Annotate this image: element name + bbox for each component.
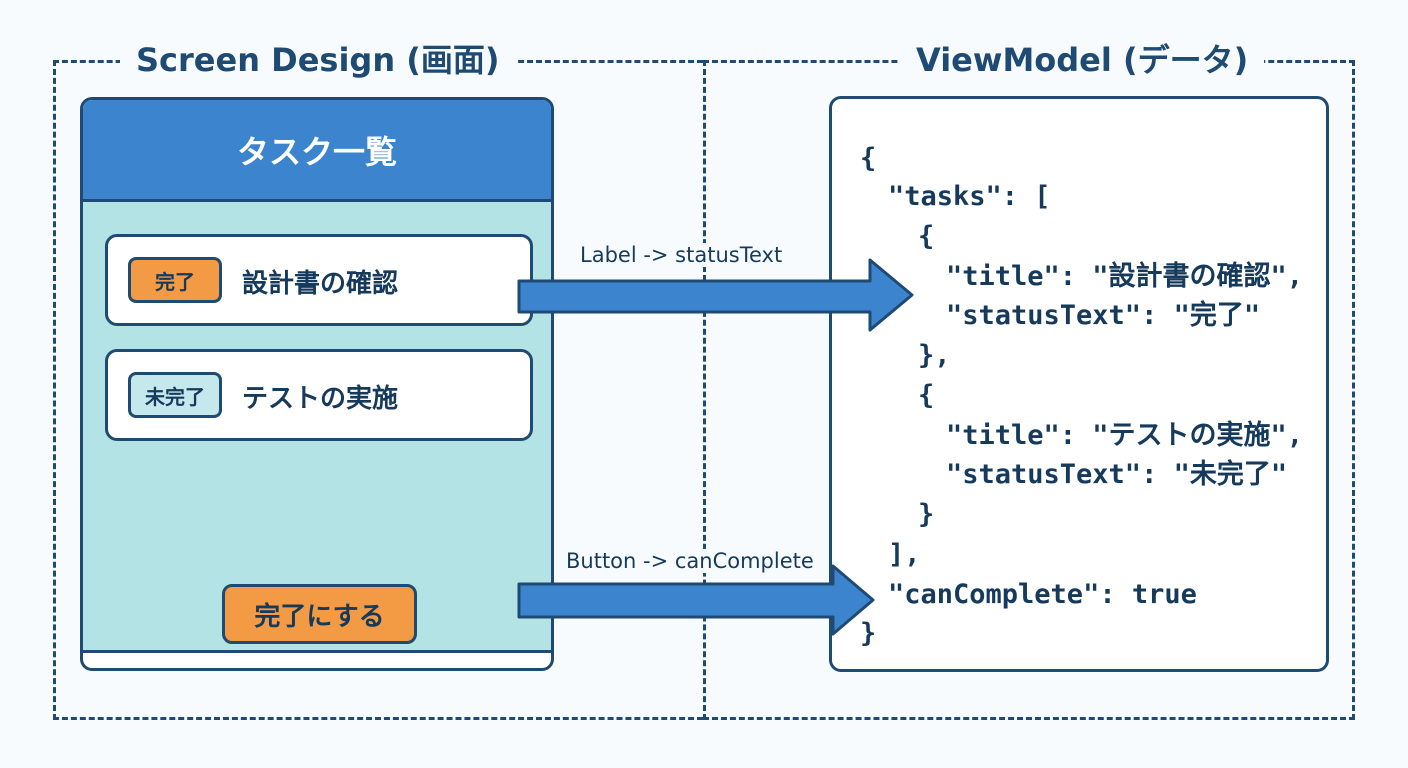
- binding-label-complete: Button -> canComplete: [562, 549, 818, 573]
- code-line: },: [918, 340, 951, 371]
- screen-mockup: タスク一覧 完了 設計書の確認 未完了 テストの実施 完了にする: [80, 97, 554, 671]
- task-card-1[interactable]: 完了 設計書の確認: [105, 234, 533, 326]
- task-card-2[interactable]: 未完了 テストの実施: [105, 349, 533, 441]
- screen-header: タスク一覧: [83, 100, 551, 202]
- task-list: 完了 設計書の確認 未完了 テストの実施: [83, 202, 551, 653]
- binding-arrow-status: [517, 258, 914, 332]
- viewmodel-title: ViewModel (データ): [900, 40, 1265, 80]
- task-title: テストの実施: [242, 384, 399, 414]
- code-line: "title": "テストの実施",: [946, 420, 1304, 451]
- screen-design-title: Screen Design (画面): [120, 40, 516, 80]
- code-line: ],: [888, 539, 921, 570]
- code-line: "title": "設計書の確認",: [946, 261, 1304, 292]
- code-line: }: [918, 499, 935, 530]
- code-line: {: [918, 380, 935, 411]
- code-line: }: [860, 618, 877, 649]
- binding-arrow-complete: [517, 564, 875, 636]
- header-title: タスク一覧: [236, 132, 397, 171]
- binding-label-status: Label -> statusText: [576, 243, 787, 267]
- complete-button[interactable]: 完了にする: [222, 584, 417, 644]
- code-line: "tasks": [: [888, 181, 1051, 212]
- code-line: "canComplete": true: [888, 579, 1197, 610]
- code-line: "statusText": "未完了": [946, 459, 1288, 490]
- code-line: "statusText": "完了": [946, 300, 1261, 331]
- code-line: {: [918, 221, 935, 252]
- status-badge-todo: 未完了: [128, 372, 222, 418]
- code-line: {: [860, 143, 877, 174]
- status-badge-done: 完了: [128, 257, 222, 303]
- task-title: 設計書の確認: [242, 269, 399, 299]
- viewmodel-code-box: { "tasks": [ { "title": "設計書の確認", "statu…: [829, 96, 1329, 672]
